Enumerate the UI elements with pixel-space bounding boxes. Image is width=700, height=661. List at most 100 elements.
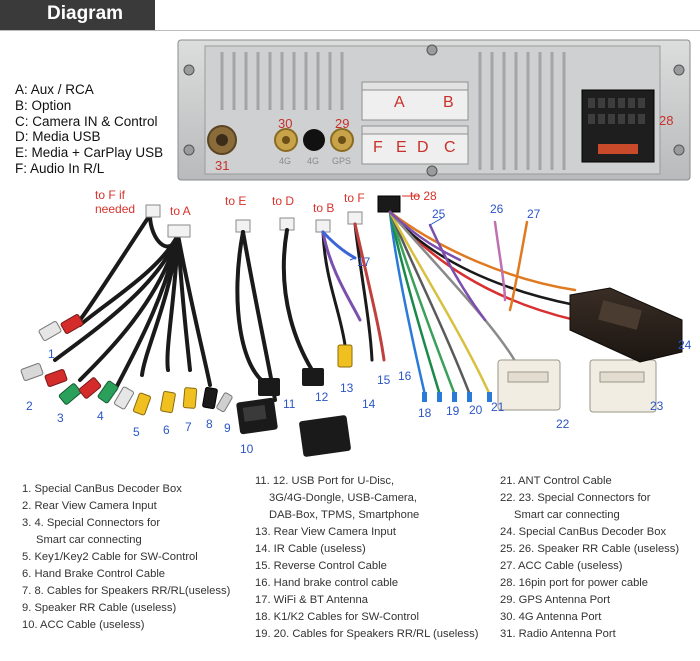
usb-cables — [235, 228, 314, 402]
callout-25: 25 — [432, 207, 446, 221]
port-small-label: GPS — [332, 156, 352, 166]
caption-needed: needed — [95, 202, 136, 216]
legend-item: C: Camera IN & Control — [15, 113, 158, 129]
port-label-c: C — [444, 139, 456, 156]
callout-12: 12 — [315, 390, 329, 404]
port-number-29: 29 — [335, 116, 350, 131]
callout-16: 16 — [398, 369, 412, 383]
camera-rca — [337, 344, 353, 368]
power-harness — [388, 210, 577, 397]
port-small-label: 4G — [279, 156, 292, 166]
port-small-label: 4G — [307, 156, 320, 166]
header-bar — [0, 0, 155, 30]
callout-5: 5 — [133, 425, 140, 439]
caption-to-f-if: to F if — [95, 188, 126, 202]
callout-13: 13 — [340, 381, 354, 395]
callout-26: 26 — [490, 202, 504, 216]
description-item: 17. WiFi & BT Antenna — [255, 594, 368, 606]
legend-item: F: Audio In R/L — [15, 160, 105, 176]
description-item: 19. 20. Cables for Speakers RR/RL (usele… — [255, 628, 479, 640]
callout-8: 8 — [206, 417, 213, 431]
description-item: DAB-Box, TPMS, Smartphone — [269, 509, 420, 521]
caption-to-a: to A — [170, 204, 191, 218]
caption-to-e: to E — [225, 194, 247, 208]
legend-item: D: Media USB — [15, 129, 101, 145]
description-item: 1. Special CanBus Decoder Box — [22, 483, 182, 495]
caption-to-f: to F — [344, 191, 365, 205]
callout-9: 9 — [224, 421, 231, 435]
callout-2: 2 — [26, 399, 33, 413]
description-item: 29. GPS Antenna Port — [500, 594, 611, 606]
description-item: 31. Radio Antenna Port — [500, 628, 616, 640]
callout-4: 4 — [97, 409, 104, 423]
callout-20: 20 — [469, 403, 483, 417]
page-title: Diagram — [47, 3, 124, 24]
description-item: 10. ACC Cable (useless) — [22, 619, 145, 631]
leader-lines — [349, 217, 443, 261]
port-label-d: D — [417, 139, 429, 156]
port-number-30: 30 — [278, 116, 293, 131]
rca-plugs — [20, 314, 233, 416]
callout-22: 22 — [556, 417, 570, 431]
usb-plug-11 — [258, 378, 280, 396]
description-item: 3. 4. Special Connectors for — [22, 517, 161, 529]
description-item: 18. K1/K2 Cables for SW-Control — [255, 611, 419, 623]
description-item: 22. 23. Special Connectors for — [500, 492, 651, 504]
callout-24: 24 — [678, 338, 692, 352]
special-connectors — [497, 359, 657, 413]
port-label-f: F — [373, 139, 383, 156]
callout-11: 11 — [283, 397, 296, 411]
port-label-b: B — [443, 94, 454, 111]
description-item: 11. 12. USB Port for U-Disc, — [255, 475, 395, 487]
canbus-decoder-box — [569, 287, 683, 363]
description-item: Smart car connecting — [514, 509, 620, 521]
head-unit-panel — [177, 39, 691, 181]
pin-tips — [422, 392, 492, 402]
caption-to-d: to D — [272, 194, 295, 208]
media-box — [299, 415, 351, 457]
callout-19: 19 — [446, 404, 460, 418]
description-item: 2. Rear View Camera Input — [22, 500, 157, 512]
description-item: 15. Reverse Control Cable — [255, 560, 387, 572]
callout-27: 27 — [527, 207, 541, 221]
callout-17: 17 — [357, 255, 371, 269]
callout-15: 15 — [377, 373, 391, 387]
callout-7: 7 — [185, 420, 192, 434]
legend-item: E: Media + CarPlay USB — [15, 145, 164, 161]
description-item: 28. 16pin port for power cable — [500, 577, 649, 589]
callout-14: 14 — [362, 397, 376, 411]
caption-to-28: to 28 — [410, 189, 437, 203]
port-legend: A: Aux / RCA B: Option C: Camera IN & Co… — [15, 82, 163, 177]
description-item: 13. Rear View Camera Input — [255, 526, 396, 538]
callout-1: 1 — [48, 347, 55, 361]
description-item: 24. Special CanBus Decoder Box — [500, 526, 667, 538]
description-item: 27. ACC Cable (useless) — [500, 560, 623, 572]
signal-cables — [321, 222, 386, 362]
legend-item: A: Aux / RCA — [15, 82, 94, 97]
description-item: 6. Hand Brake Control Cable — [22, 568, 166, 580]
description-item: 25. 26. Speaker RR Cable (useless) — [500, 543, 680, 555]
description-item: 7. 8. Cables for Speakers RR/RL(useless) — [22, 585, 231, 597]
callout-21: 21 — [491, 400, 505, 414]
port-label-e: E — [396, 139, 407, 156]
header-divider — [0, 30, 700, 31]
description-item: 16. Hand brake control cable — [255, 577, 399, 589]
callout-18: 18 — [418, 406, 432, 420]
callout-6: 6 — [163, 423, 170, 437]
description-item: 21. ANT Control Cable — [500, 475, 612, 487]
port-number-28: 28 — [659, 113, 674, 128]
usb-plug-12 — [302, 368, 324, 386]
callout-10: 10 — [240, 442, 254, 456]
description-item: 30. 4G Antenna Port — [500, 611, 602, 623]
legend-item: B: Option — [15, 97, 72, 113]
callout-23: 23 — [650, 399, 664, 413]
caption-to-b: to B — [313, 201, 335, 215]
harness-connectors — [145, 195, 401, 238]
port-number-31: 31 — [215, 158, 230, 173]
callout-3: 3 — [57, 411, 64, 425]
rca-harness — [53, 213, 212, 392]
description-item: 5. Key1/Key2 Cable for SW-Control — [22, 551, 198, 563]
description-column-2: 11. 12. USB Port for U-Disc, 3G/4G-Dongl… — [255, 473, 478, 643]
description-column-3: 21. ANT Control Cable 22. 23. Special Co… — [500, 473, 679, 643]
